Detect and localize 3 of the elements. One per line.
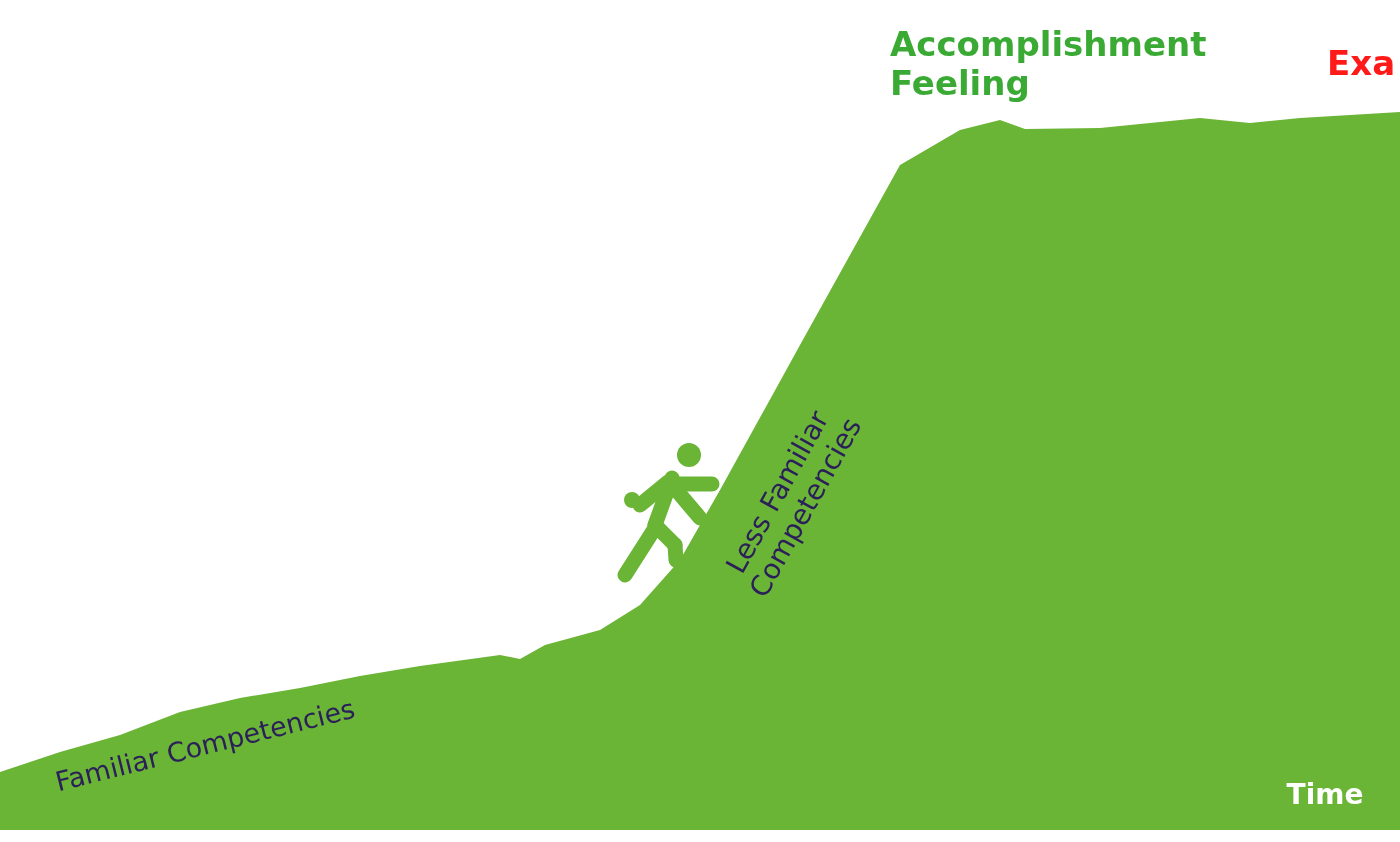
heading-label: Exa xyxy=(1327,44,1397,84)
heading-label: Accomplishment Feeling xyxy=(890,24,1208,104)
axis-label: Time xyxy=(1285,778,1365,812)
